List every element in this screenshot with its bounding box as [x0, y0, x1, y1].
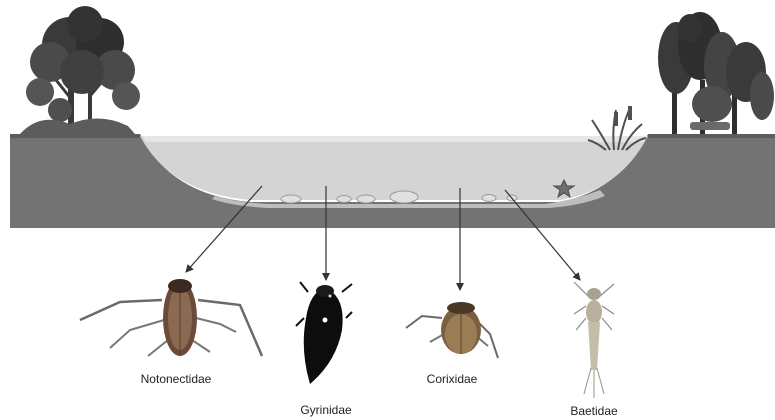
gyrinidae-insect-icon	[296, 282, 352, 384]
left-grass-edge	[10, 134, 140, 138]
deciduous-tree-icon	[20, 6, 140, 134]
label-corixidae: Corixidae	[427, 372, 478, 386]
baetidae-insect-icon	[574, 282, 614, 398]
corixidae-insect-icon	[406, 302, 498, 358]
right-grass-edge	[648, 134, 775, 138]
water-surface	[142, 136, 646, 142]
tree-cluster-icon	[658, 12, 774, 134]
notonectidae-insect-icon	[80, 279, 262, 356]
label-baetidae: Baetidae	[570, 404, 617, 418]
label-gyrinidae: Gyrinidae	[300, 403, 351, 417]
pond-water	[140, 136, 648, 200]
label-notonectidae: Notonectidae	[141, 372, 212, 386]
